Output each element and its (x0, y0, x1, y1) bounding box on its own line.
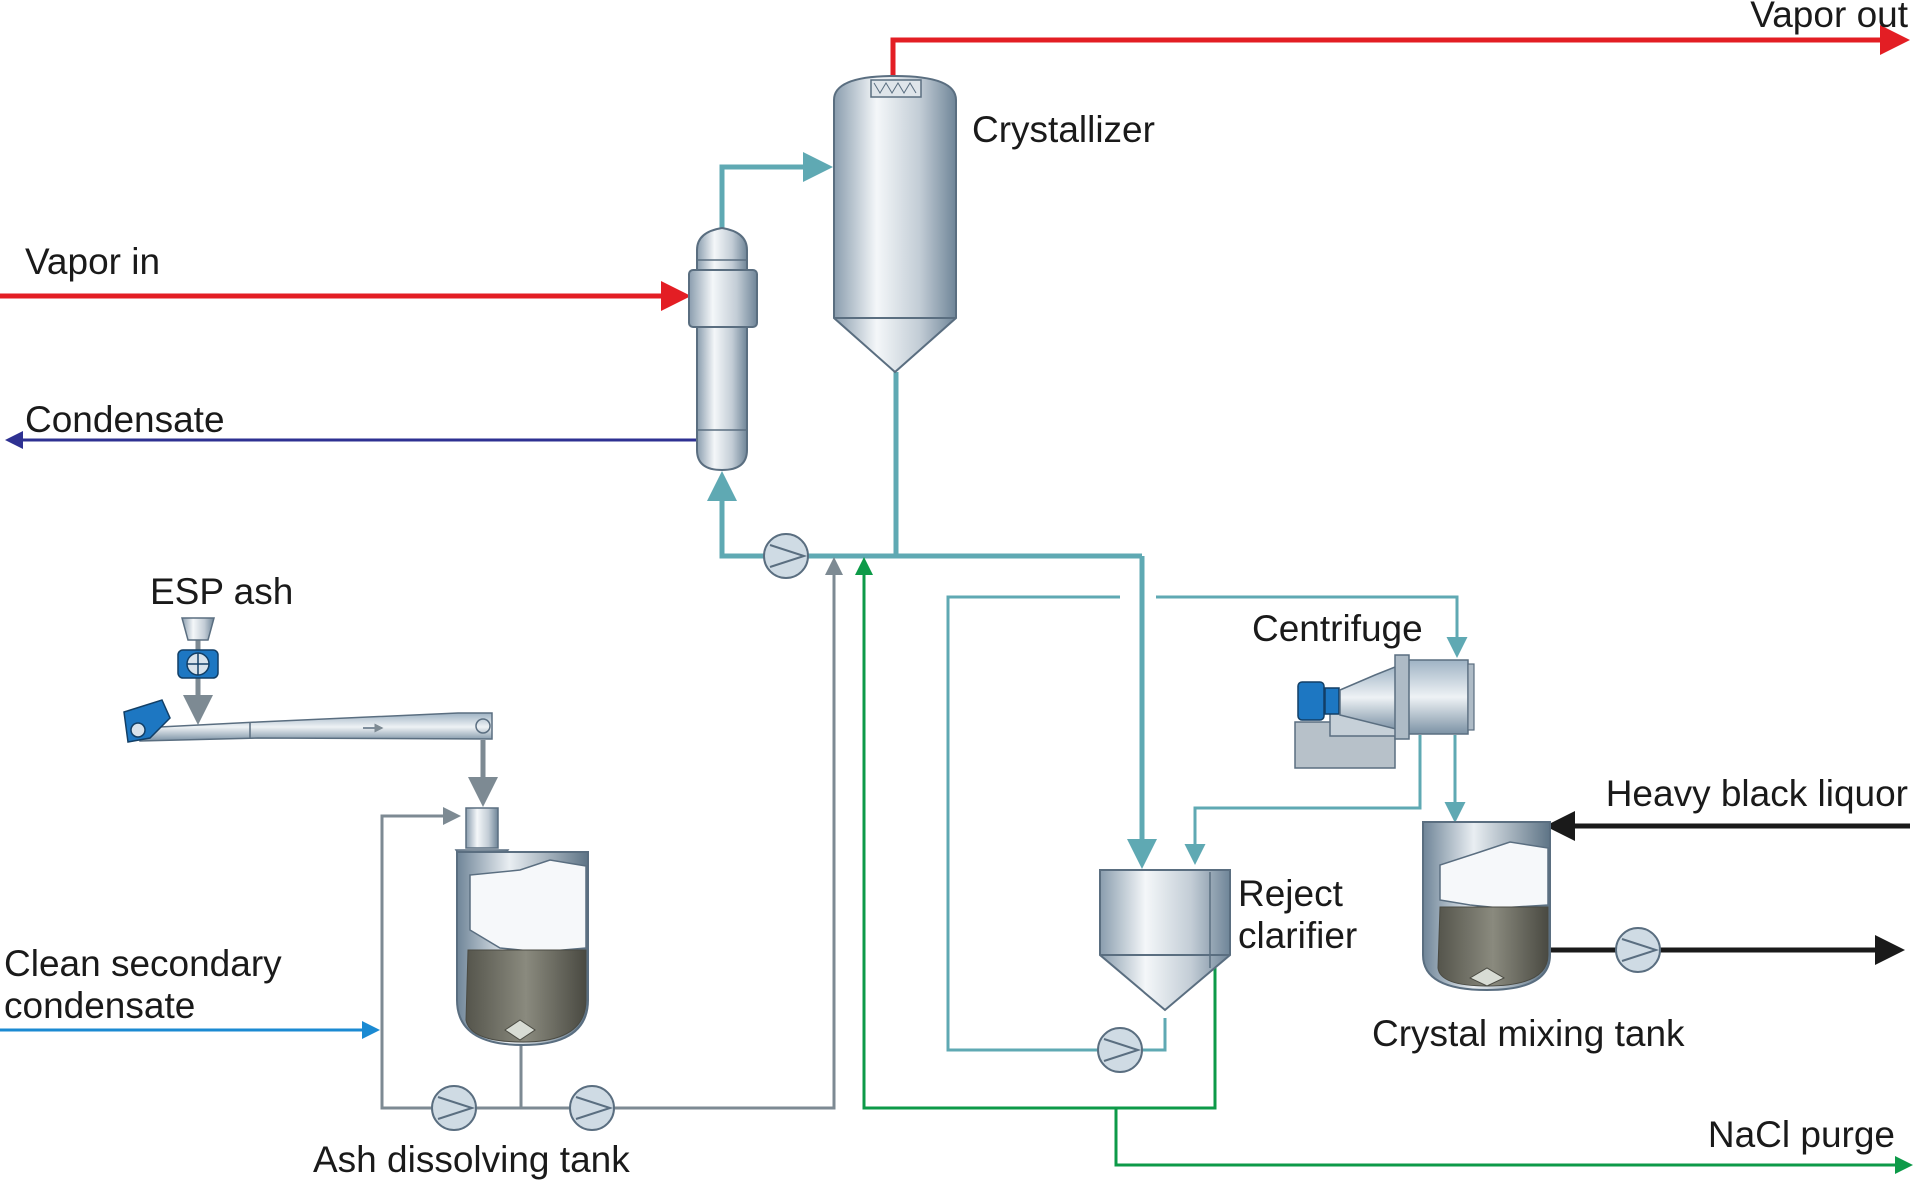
nacl-recycle-line (855, 557, 1217, 1110)
label-nacl-purge: NaCl purge (1708, 1114, 1895, 1155)
ash-to-crystallizer-line (614, 557, 843, 1110)
label-clean-secondary-2: condensate (4, 985, 195, 1026)
label-ash-dissolving-tank: Ash dissolving tank (313, 1139, 630, 1180)
label-crystal-mixing-tank: Crystal mixing tank (1372, 1013, 1685, 1054)
ash-transfer-pump (569, 1085, 615, 1131)
centrifuge-motor (1297, 681, 1325, 721)
to-centrifuge-line (1156, 595, 1468, 658)
label-centrifuge: Centrifuge (1252, 608, 1423, 649)
centrifuge-filtrate-line (1184, 735, 1422, 865)
heater-exchanger (688, 226, 758, 472)
ash-recirculation-pump (431, 1085, 477, 1131)
crystallizer-vessel (833, 74, 957, 374)
label-heavy-black-liquor: Heavy black liquor (1606, 773, 1908, 814)
heater-to-crystallizer-line (719, 152, 833, 232)
label-vapor-in: Vapor in (25, 241, 160, 282)
mixing-tank-pump (1615, 927, 1661, 973)
circulation-line (707, 471, 1142, 559)
crystal-mixing-tank (1422, 821, 1551, 992)
centrifuge (1294, 654, 1475, 769)
label-esp-ash: ESP ash (150, 571, 293, 612)
ash-tank-outlet-line (477, 1035, 523, 1110)
label-reject-clarifier-2: clarifier (1238, 915, 1357, 956)
circulation-pump (763, 533, 809, 579)
ash-dissolving-tank (454, 807, 589, 1047)
vapor-out-line (890, 25, 1910, 75)
clarifier-pump-outlet-line (1142, 1018, 1167, 1052)
label-reject-clarifier-1: Reject (1238, 873, 1344, 914)
label-clean-secondary-1: Clean secondary (4, 943, 282, 984)
label-vapor-out: Vapor out (1750, 0, 1908, 35)
clarifier-pump (1097, 1027, 1143, 1073)
label-crystallizer: Crystallizer (972, 109, 1155, 150)
demister-pad (870, 79, 922, 98)
clarifier-loop-line (946, 595, 1120, 1052)
label-condensate: Condensate (25, 399, 225, 440)
ash-recirculation-line (380, 807, 461, 1110)
esp-ash-rotary-feeder (177, 617, 219, 679)
reject-clarifier (1099, 869, 1231, 1012)
screw-conveyor (123, 699, 493, 743)
nacl-purge-line (1114, 1108, 1913, 1174)
